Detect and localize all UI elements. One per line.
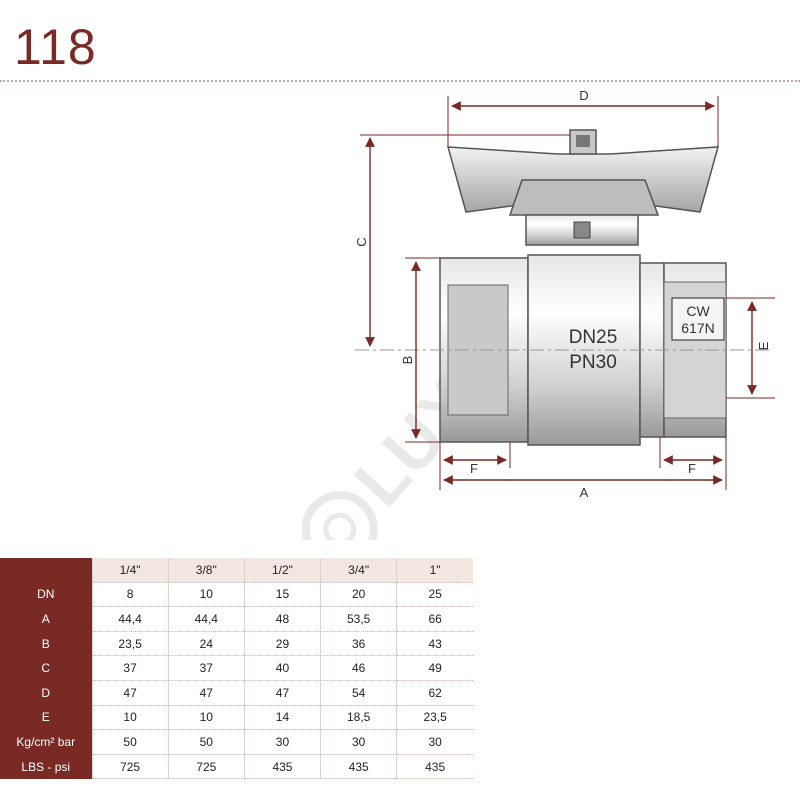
table-cell: 23,5 bbox=[396, 705, 473, 731]
table-cell: 23,5 bbox=[91, 631, 169, 657]
table-cell: 25 bbox=[396, 582, 473, 608]
row-header: Kg/cm² bar bbox=[0, 729, 92, 755]
butterfly-handle bbox=[446, 129, 720, 246]
dim-label-a: A bbox=[580, 485, 589, 500]
table-cell: 44,4 bbox=[167, 606, 245, 632]
table-cell: 30 bbox=[396, 729, 473, 755]
table-cell: 62 bbox=[396, 680, 473, 706]
table-cell: 10 bbox=[167, 705, 245, 731]
table-cell: 49 bbox=[396, 655, 473, 681]
table-cell: 725 bbox=[91, 754, 169, 780]
column-header: 1/2" bbox=[243, 558, 321, 583]
row-header: LBS - psi bbox=[0, 754, 92, 779]
table-cell: 47 bbox=[167, 680, 245, 706]
material-mark-cw: CW bbox=[686, 303, 710, 319]
table-cell: 29 bbox=[243, 631, 321, 657]
table-cell: 37 bbox=[91, 655, 169, 681]
table-cell: 725 bbox=[167, 754, 245, 780]
table-cell: 48 bbox=[243, 606, 321, 632]
table-corner bbox=[0, 558, 92, 583]
table-cell: 50 bbox=[91, 729, 169, 755]
table-cell: 15 bbox=[243, 582, 321, 608]
dn-marking: DN25 bbox=[569, 327, 618, 348]
table-cell: 435 bbox=[396, 754, 473, 780]
row-header: E bbox=[0, 705, 92, 730]
dim-label-b: B bbox=[400, 356, 415, 365]
table-cell: 8 bbox=[91, 582, 169, 608]
row-header: B bbox=[0, 631, 92, 656]
table-cell: 40 bbox=[243, 655, 321, 681]
row-header: D bbox=[0, 680, 92, 706]
dim-label-f-right: F bbox=[688, 461, 696, 476]
pn-marking: PN30 bbox=[569, 352, 617, 373]
column-header: 1/4" bbox=[91, 558, 169, 583]
table-cell: 44,4 bbox=[91, 606, 169, 632]
title-divider bbox=[0, 80, 800, 82]
row-header: A bbox=[0, 606, 92, 632]
table-cell: 30 bbox=[243, 729, 321, 755]
table-cell: 10 bbox=[91, 705, 169, 731]
page-title: 118 bbox=[14, 19, 97, 75]
row-header: DN bbox=[0, 582, 92, 607]
table-cell: 50 bbox=[167, 729, 245, 755]
dimension-lines bbox=[365, 101, 757, 485]
column-header: 1" bbox=[396, 558, 473, 583]
column-header: 3/4" bbox=[320, 558, 397, 583]
table-cell: 46 bbox=[320, 655, 397, 681]
table-header-row: 1/4" 3/8" 1/2" 3/4" 1" bbox=[0, 558, 473, 583]
table-cell: 20 bbox=[320, 582, 397, 608]
dim-label-c: C bbox=[354, 237, 369, 246]
table-cell: 435 bbox=[243, 754, 321, 780]
table-cell: 30 bbox=[320, 729, 397, 755]
table-cell: 37 bbox=[167, 655, 245, 681]
table-cell: 54 bbox=[320, 680, 397, 706]
table-cell: 43 bbox=[396, 631, 473, 657]
table-cell: 47 bbox=[91, 680, 169, 706]
ball-valve-drawing: LUXOR CW 617N DN25 PN30 bbox=[301, 88, 775, 540]
dim-label-e: E bbox=[756, 341, 771, 350]
table-cell: 66 bbox=[396, 606, 473, 632]
table-cell: 14 bbox=[243, 705, 321, 731]
table-cell: 435 bbox=[320, 754, 397, 780]
table-cell: 24 bbox=[167, 631, 245, 657]
table-cell: 18,5 bbox=[320, 705, 397, 731]
dim-label-f-left: F bbox=[470, 461, 478, 476]
table-cell: 47 bbox=[243, 680, 321, 706]
extension-lines bbox=[360, 96, 775, 490]
table-cell: 36 bbox=[320, 631, 397, 657]
dim-label-d: D bbox=[579, 88, 588, 103]
column-header: 3/8" bbox=[167, 558, 245, 583]
material-mark-alloy: 617N bbox=[681, 320, 714, 336]
row-header: C bbox=[0, 655, 92, 681]
table-cell: 10 bbox=[167, 582, 245, 608]
table-cell: 53,5 bbox=[320, 606, 397, 632]
